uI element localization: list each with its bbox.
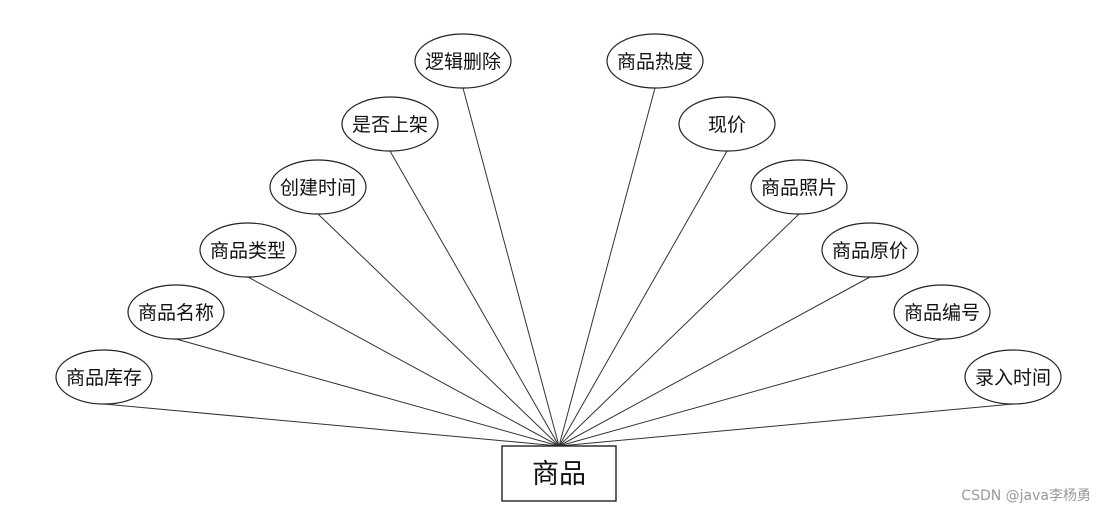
attribute-ellipse bbox=[55, 349, 153, 405]
connector-line bbox=[317, 213, 560, 447]
attribute-node: 商品库存 bbox=[55, 349, 153, 405]
attribute-group: 商品库存 商品名称 商品类型 创建时间 是否上架 逻辑删除 商品热度现价商品照片商品原价商品… bbox=[55, 33, 1062, 405]
attribute-ellipse bbox=[678, 96, 776, 152]
attribute-label: 商品热度 bbox=[617, 51, 693, 73]
connector-lines bbox=[103, 87, 1014, 447]
attribute-node: 创建时间 bbox=[269, 159, 367, 215]
attribute-ellipse bbox=[606, 33, 704, 89]
connector-line bbox=[247, 276, 560, 447]
connector-line bbox=[558, 276, 871, 447]
attribute-label: 商品类型 bbox=[210, 240, 286, 262]
watermark: CSDN @java李杨勇 bbox=[961, 488, 1091, 504]
attribute-label: 商品原价 bbox=[832, 240, 908, 262]
attribute-label: 商品照片 bbox=[761, 177, 837, 199]
attribute-label: 是否上架 bbox=[352, 114, 428, 136]
connector-line bbox=[175, 338, 560, 447]
attribute-ellipse bbox=[341, 96, 439, 152]
attribute-node: 是否上架 bbox=[341, 96, 439, 152]
attribute-node: 录入时间 bbox=[964, 349, 1062, 405]
connector-line bbox=[462, 87, 560, 447]
attribute-ellipse bbox=[199, 222, 297, 278]
attribute-ellipse bbox=[964, 349, 1062, 405]
attribute-label: 现价 bbox=[708, 114, 746, 136]
attribute-ellipse bbox=[893, 284, 991, 340]
connector-line bbox=[558, 87, 656, 447]
attribute-ellipse bbox=[127, 284, 225, 340]
attribute-ellipse bbox=[414, 33, 512, 89]
attribute-label: 商品编号 bbox=[904, 302, 980, 324]
attribute-node: 商品热度 bbox=[606, 33, 704, 89]
connector-line bbox=[558, 403, 1014, 447]
entity-label: 商品 bbox=[532, 459, 586, 490]
connector-line bbox=[103, 403, 560, 447]
attribute-label: 录入时间 bbox=[975, 367, 1051, 389]
attribute-node: 商品原价 bbox=[821, 222, 919, 278]
attribute-node: 商品照片 bbox=[750, 159, 848, 215]
connector-line bbox=[558, 150, 728, 447]
attribute-node: 商品名称 bbox=[127, 284, 225, 340]
attribute-node: 商品编号 bbox=[893, 284, 991, 340]
attribute-ellipse bbox=[750, 159, 848, 215]
attribute-ellipse bbox=[821, 222, 919, 278]
attribute-label: 商品库存 bbox=[66, 367, 142, 389]
entity-rect bbox=[501, 445, 617, 502]
entity-box: 商品 bbox=[501, 445, 617, 502]
connector-line bbox=[558, 213, 800, 447]
connector-line bbox=[389, 150, 560, 447]
attribute-label: 商品名称 bbox=[138, 302, 214, 324]
attribute-label: 创建时间 bbox=[280, 177, 356, 199]
attribute-label: 逻辑删除 bbox=[425, 51, 501, 73]
attribute-node: 逻辑删除 bbox=[414, 33, 512, 89]
attribute-node: 商品类型 bbox=[199, 222, 297, 278]
attribute-ellipse bbox=[269, 159, 367, 215]
attribute-node: 现价 bbox=[678, 96, 776, 152]
connector-line bbox=[558, 338, 943, 447]
